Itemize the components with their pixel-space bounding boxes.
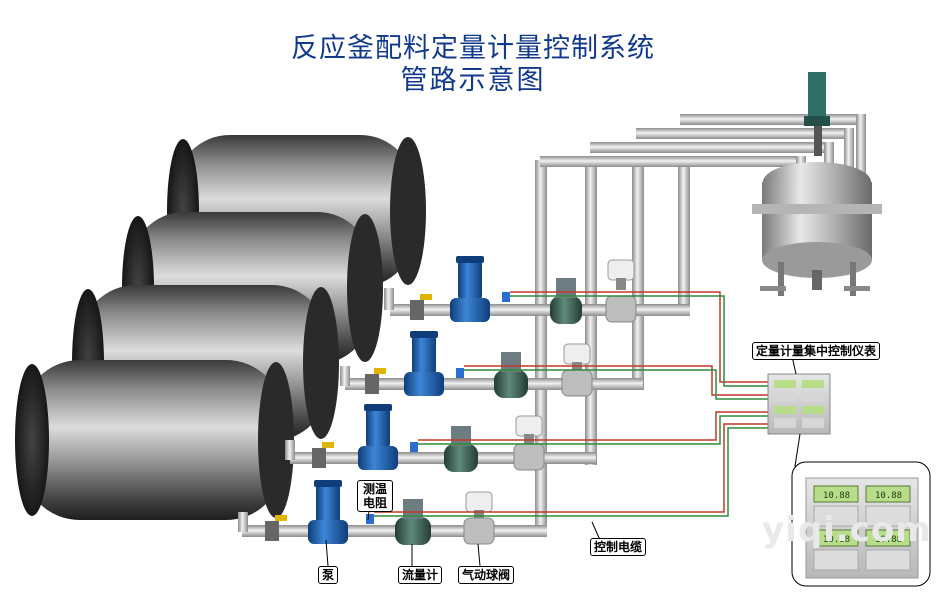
flow-meter-icon	[444, 426, 478, 472]
lcd-readouts: 10.88 10.88 10.88 10.88	[823, 491, 902, 545]
lcd-readout: 10.88	[823, 491, 850, 501]
diagram-title-line1: 反应釜配料定量计量控制系统	[291, 33, 655, 64]
temperature-sensor-label: 测温电阻	[357, 480, 393, 512]
cable-label: 控制电缆	[590, 538, 647, 556]
pump-icon	[358, 404, 398, 470]
pump-icon	[404, 331, 444, 396]
pump-label: 泵	[318, 566, 339, 584]
lcd-readout: 10.88	[823, 535, 850, 545]
storage-tank-icon	[15, 360, 294, 520]
control-panel-label: 定量计量集中控制仪表	[752, 342, 881, 360]
flow-meter-label: 流量计	[398, 566, 443, 584]
ball-valve-icon	[513, 415, 545, 471]
ball-valve-icon	[463, 491, 495, 545]
ball-valve-icon	[561, 343, 593, 397]
diagram-title-line2: 管路示意图	[400, 65, 546, 96]
temperature-sensors	[366, 292, 510, 524]
flow-meter-icon	[550, 278, 582, 324]
ball-valve-icon	[605, 259, 637, 323]
reactor-icon	[752, 72, 882, 296]
manual-valves	[265, 294, 432, 541]
lcd-readout: 10.88	[875, 491, 902, 501]
pump-icon	[450, 256, 490, 322]
control-cables	[374, 291, 768, 517]
watermark: yiqi.com	[762, 510, 932, 550]
flow-meter-icon	[395, 499, 431, 545]
panel-zoom-callout	[791, 433, 931, 587]
pump-icon	[308, 480, 348, 544]
ball-valve-label: 气动球阀	[458, 566, 515, 584]
riser-pipes	[535, 160, 690, 528]
flow-meter-icon	[494, 352, 528, 398]
lcd-readout: 10.88	[875, 535, 902, 545]
control-panel-icon	[767, 373, 831, 435]
